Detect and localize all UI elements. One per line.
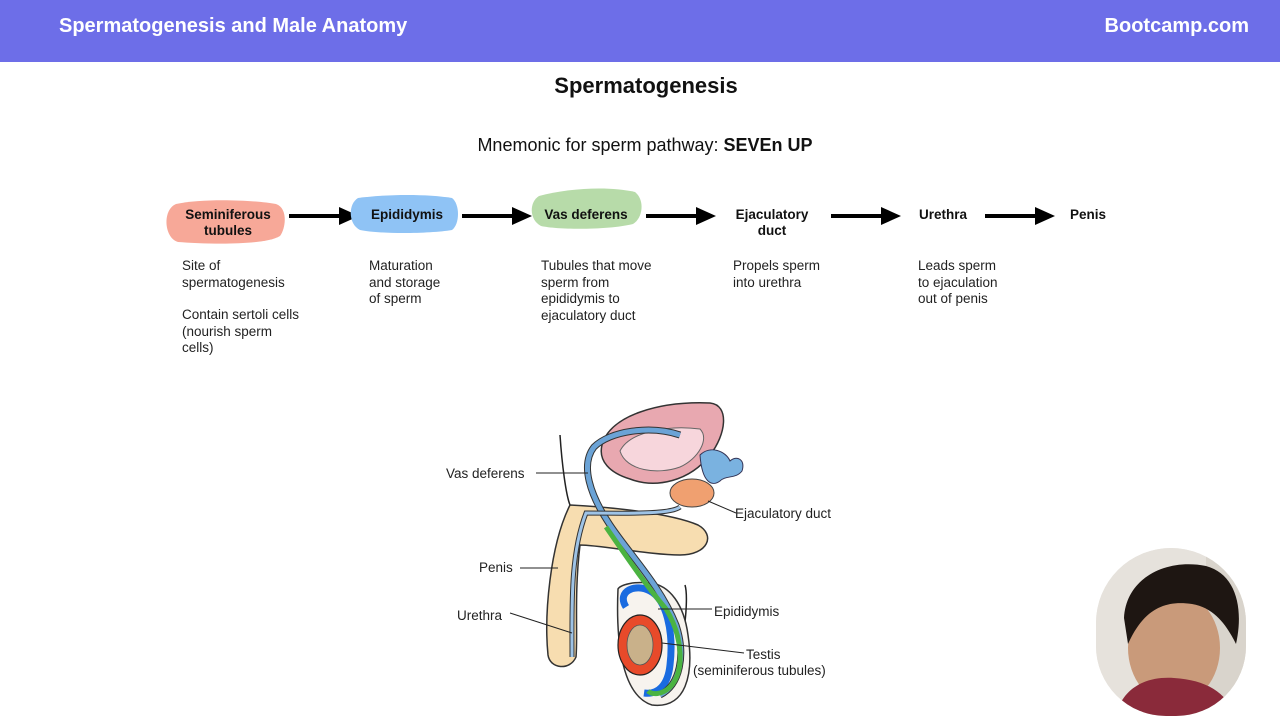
arrow-icon bbox=[985, 207, 1055, 225]
arrow-icon bbox=[462, 207, 532, 225]
presenter-avatar bbox=[1096, 548, 1246, 716]
step-urethra: Urethra bbox=[918, 207, 967, 222]
desc-ejaculatory-duct: Propels sperm into urethra bbox=[733, 258, 821, 290]
label-vas-deferens: Vas deferens bbox=[446, 466, 525, 481]
highlight-blob-seminiferous bbox=[166, 200, 285, 244]
highlight-blob-epididymis bbox=[350, 195, 458, 233]
label-penis: Penis bbox=[479, 560, 513, 575]
label-testis: Testis bbox=[746, 647, 781, 662]
top-banner: Spermatogenesis and Male Anatomy Bootcam… bbox=[0, 0, 1280, 62]
arrow-icon bbox=[646, 207, 716, 225]
mnemonic-word: SEVEn UP bbox=[723, 135, 813, 155]
arrow-icon bbox=[831, 207, 901, 225]
desc-seminiferous: Site of spermatogenesis Contain sertoli … bbox=[182, 258, 300, 355]
highlight-blob-vas-deferens bbox=[531, 188, 642, 229]
arrow-icon bbox=[289, 207, 359, 225]
step-ejaculatory-duct: Ejaculatory duct bbox=[735, 207, 809, 238]
step-vas-deferens: Vas deferens bbox=[544, 207, 628, 222]
presenter-webcam bbox=[1096, 548, 1246, 716]
mnemonic-prefix: Mnemonic for sperm pathway: bbox=[477, 135, 724, 155]
label-ejaculatory-duct: Ejaculatory duct bbox=[735, 506, 832, 521]
lecture-title: Spermatogenesis and Male Anatomy bbox=[59, 15, 408, 37]
label-testis-sub: (seminiferous tubules) bbox=[693, 663, 826, 678]
step-seminiferous-tubules: Seminiferous tubules bbox=[185, 207, 271, 238]
desc-epididymis: Maturation and storage of sperm bbox=[369, 258, 441, 306]
step-penis: Penis bbox=[1069, 207, 1107, 222]
label-urethra: Urethra bbox=[457, 608, 503, 623]
page-title: Spermatogenesis bbox=[554, 73, 738, 98]
mnemonic-line: Mnemonic for sperm pathway: SEVEn UP bbox=[0, 135, 1280, 156]
male-anatomy-diagram bbox=[509, 402, 745, 706]
desc-vas-deferens: Tubules that move sperm from epididymis … bbox=[541, 258, 652, 323]
step-epididymis: Epididymis bbox=[370, 207, 443, 222]
label-epididymis: Epididymis bbox=[714, 604, 780, 619]
brand-logo-text: Bootcamp.com bbox=[1104, 15, 1249, 37]
desc-urethra: Leads sperm to ejaculation out of penis bbox=[918, 258, 998, 306]
